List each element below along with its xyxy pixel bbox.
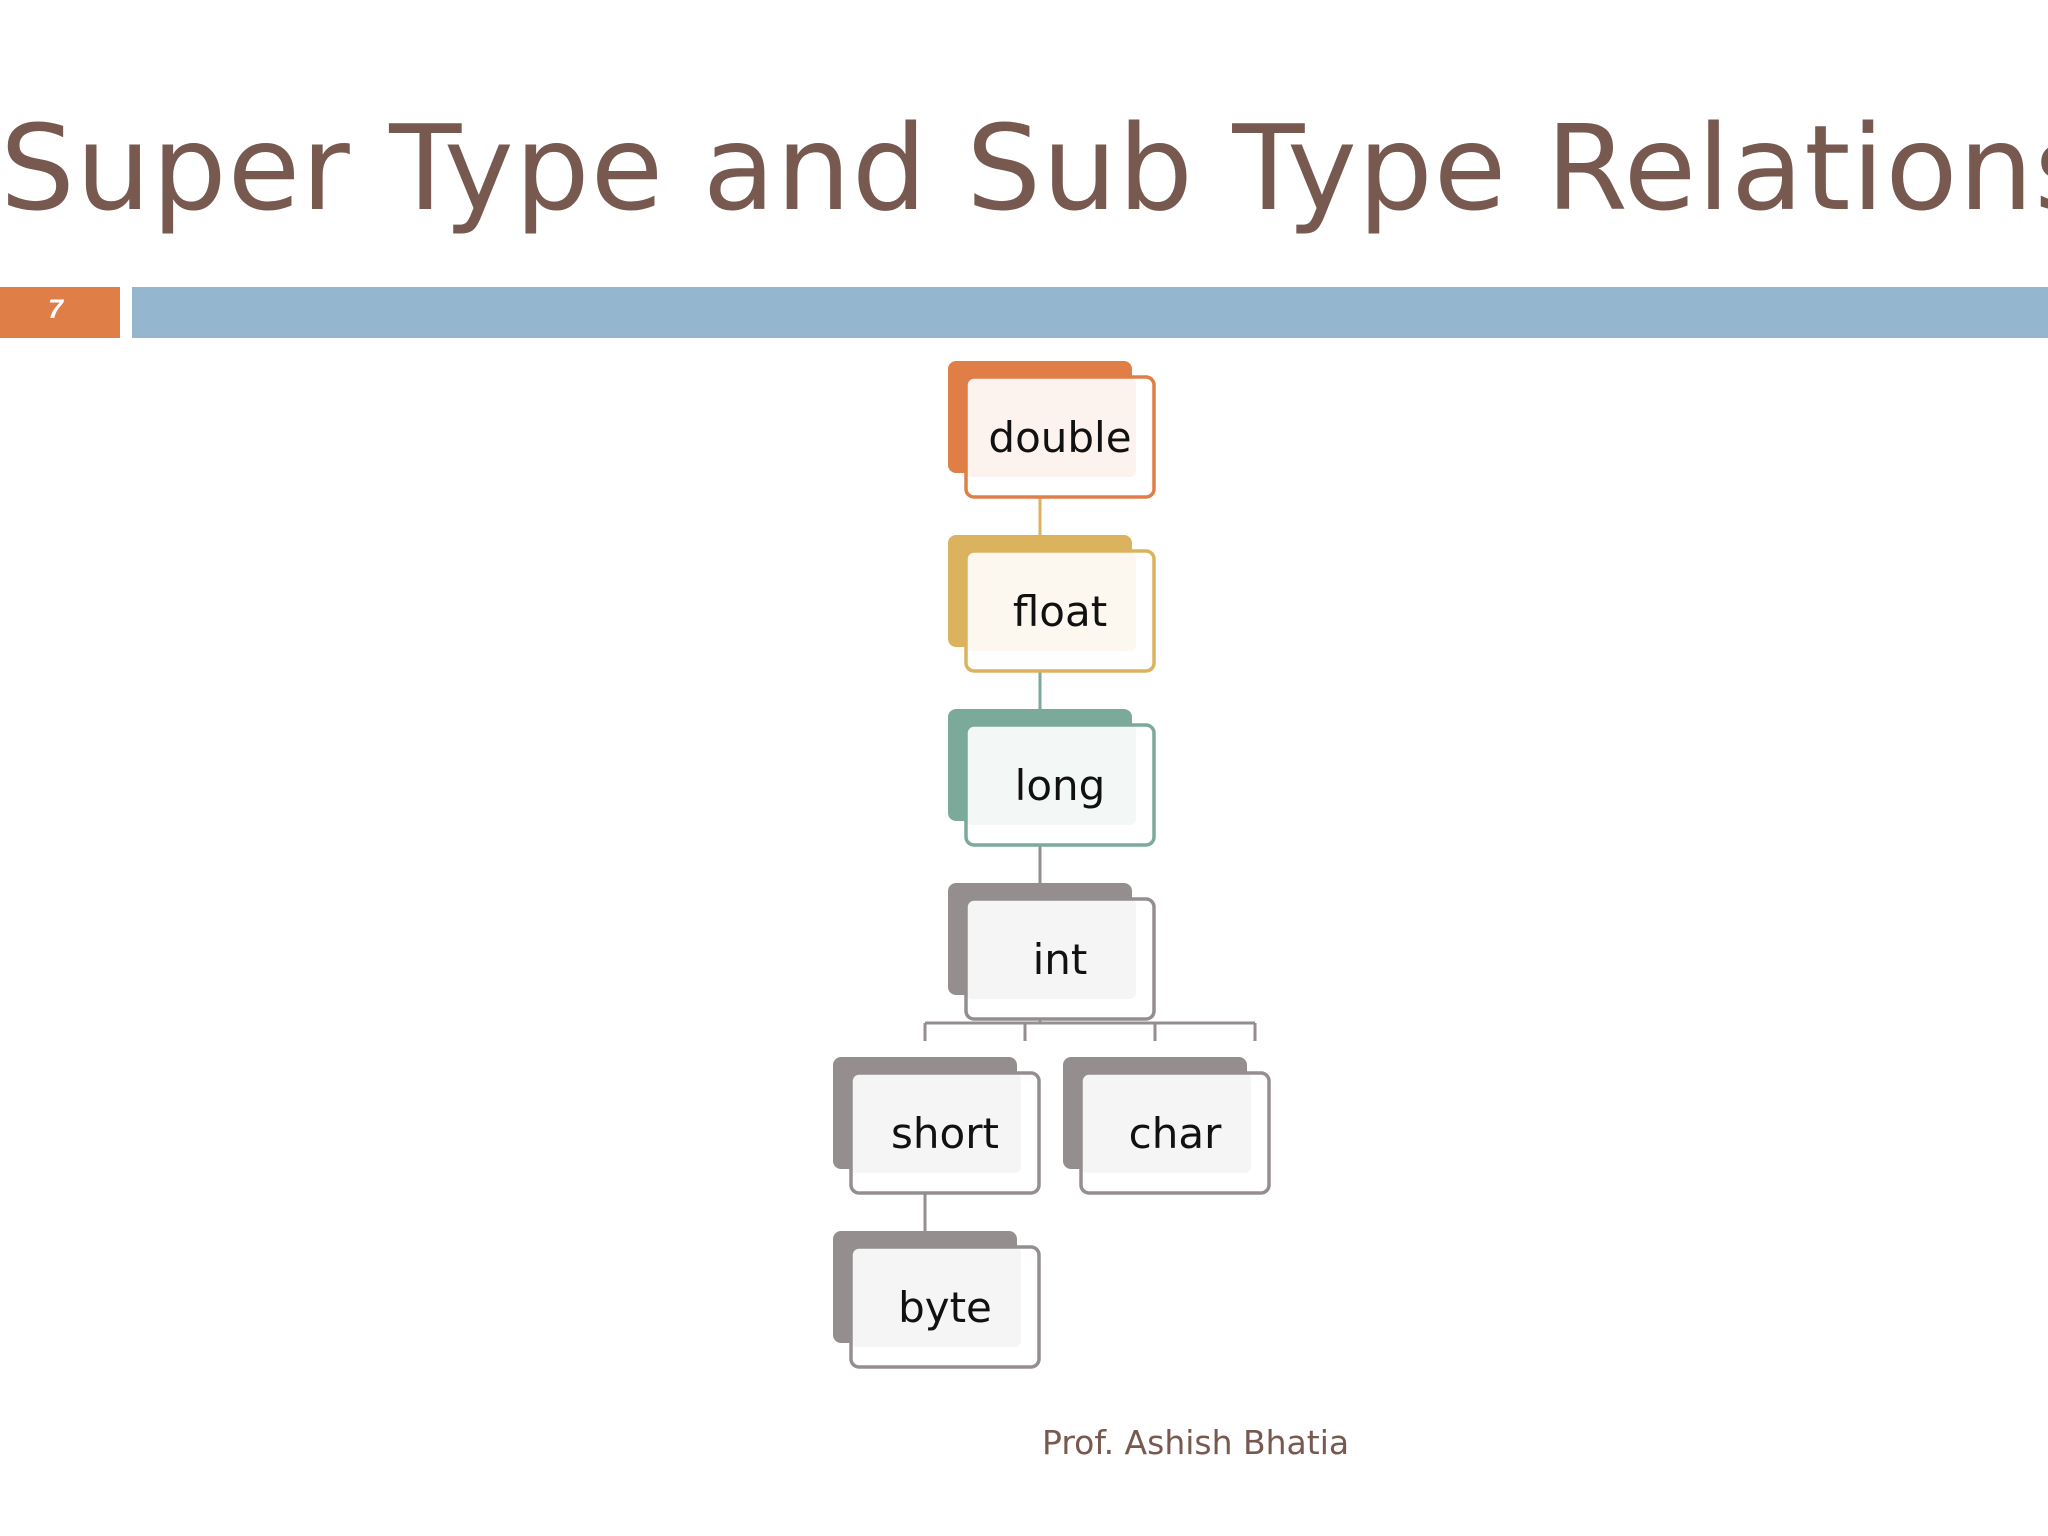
node-short-label: short [891,1109,999,1158]
node-byte-tint [851,1247,1021,1347]
node-byte-card [849,1245,1041,1369]
node-float-label: float [1013,587,1107,636]
node-double-label: double [988,413,1131,462]
footer-author: Prof. Ashish Bhatia [1042,1423,1350,1462]
node-double-card [964,375,1156,499]
slide-title: Super Type and Sub Type Relations [0,99,2048,237]
node-float-tint [966,551,1136,651]
slide-number: 7 [48,294,64,324]
node-byte: byte [833,1231,1041,1369]
node-double: double [948,361,1156,499]
node-char-card [1079,1071,1271,1195]
node-long-tint [966,725,1136,825]
node-float-card [964,549,1156,673]
node-long-label: long [1015,761,1106,810]
node-char: char [1063,1057,1271,1195]
node-int-tint [966,899,1136,999]
node-long: long [948,709,1156,847]
node-char-tint [1081,1073,1251,1173]
node-byte-label: byte [898,1283,992,1332]
title-accent-bar [132,287,2048,338]
node-short: short [833,1057,1041,1195]
node-short-card [849,1071,1041,1195]
node-int-card [964,897,1156,1021]
node-int-label: int [1033,935,1088,984]
node-float: float [948,535,1156,673]
node-int: int [948,883,1156,1021]
node-char-label: char [1129,1109,1222,1158]
node-double-tint [966,377,1136,477]
node-short-tint [851,1073,1021,1173]
node-long-card [964,723,1156,847]
slide-number-bar [0,287,120,338]
